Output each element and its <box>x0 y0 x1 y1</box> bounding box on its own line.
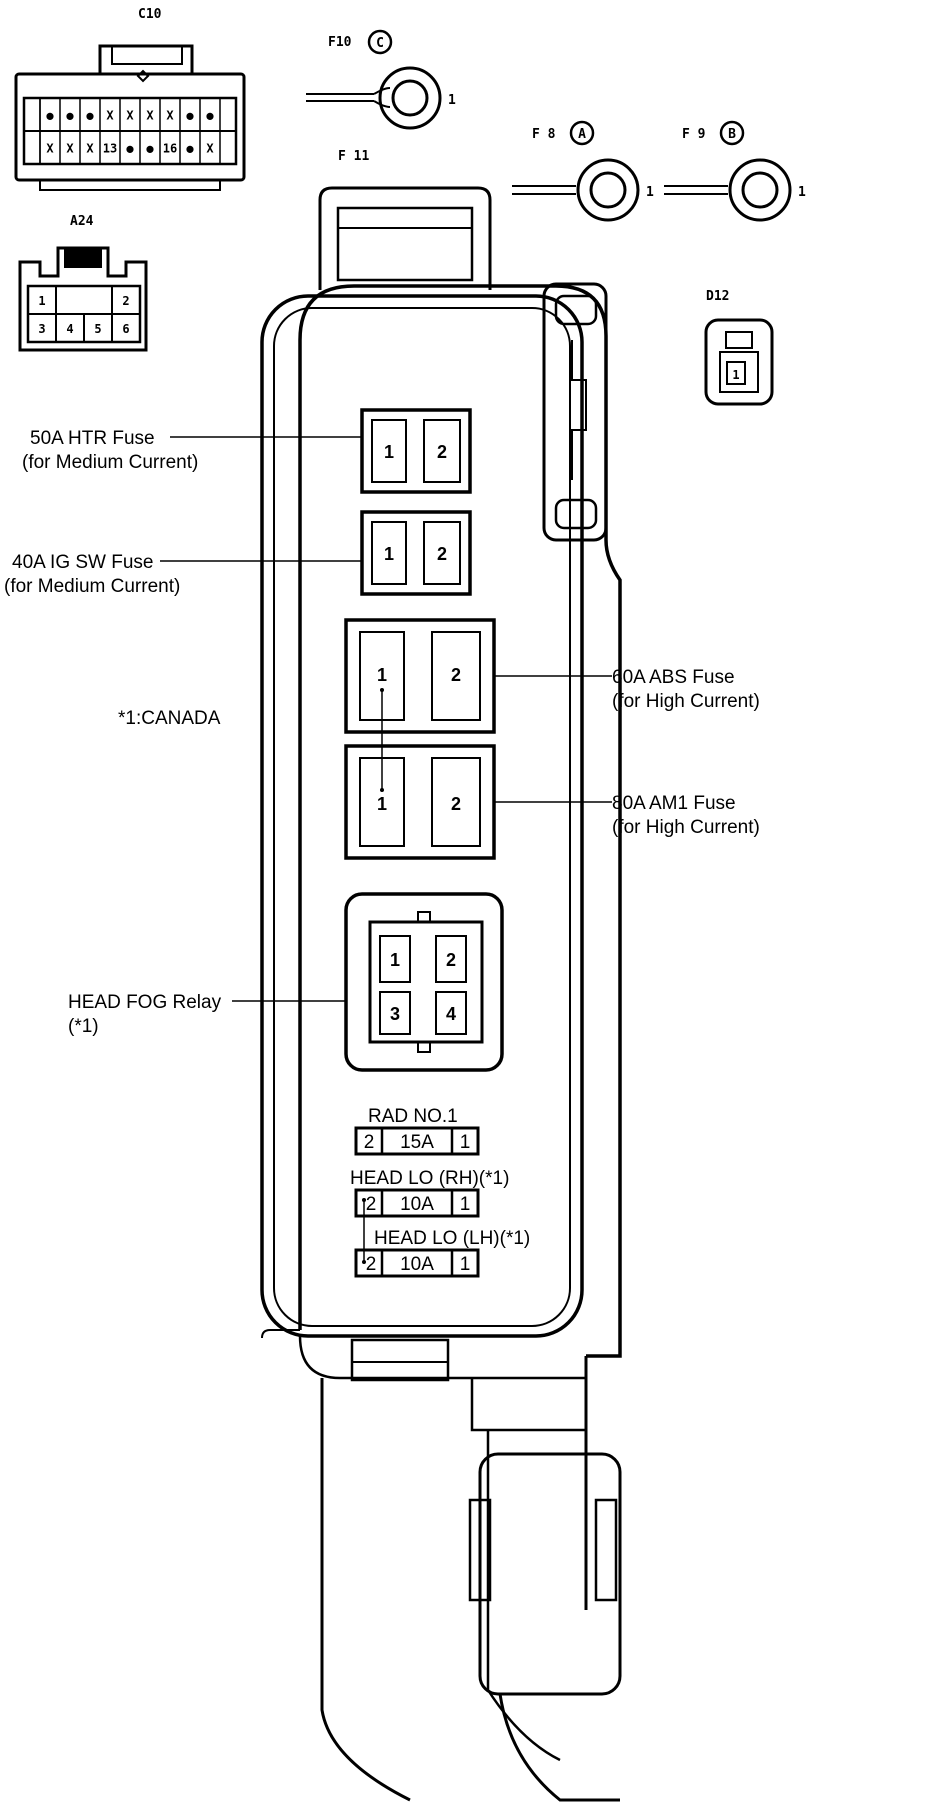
mini-fuse-title: HEAD LO (RH)(*1) <box>350 1168 509 1189</box>
a24-pin-6: 6 <box>122 322 129 336</box>
mini-fuse-head-lo-lh: HEAD LO (LH)(*1) 2 10A 1 <box>354 1228 530 1278</box>
label-60a-abs: 60A ABS Fuse (for High Current) <box>494 667 760 712</box>
mini-fuse-amp: 10A <box>400 1254 434 1275</box>
fuse-40a-igsw: 1 2 <box>360 510 472 596</box>
connector-d12: D12 1 <box>704 289 774 406</box>
d12-pin-1: 1 <box>732 368 739 382</box>
c10-pin: ● <box>46 109 54 123</box>
f8-label: F 8 <box>532 127 556 142</box>
am1-pin-2: 2 <box>451 794 461 814</box>
c10-pin: ● <box>186 109 194 123</box>
d12-label: D12 <box>706 289 729 304</box>
mini-fuse-right: 1 <box>460 1132 471 1153</box>
relay-pin-4: 4 <box>446 1004 456 1024</box>
fuse-80a-am1: 1 2 <box>344 744 496 860</box>
label-50a-htr: 50A HTR Fuse (for Medium Current) <box>22 428 362 473</box>
a24-pin-4: 4 <box>66 322 73 336</box>
c10-pin: ● <box>186 142 194 156</box>
mini-fuse-head-lo-rh: HEAD LO (RH)(*1) 2 10A 1 <box>350 1168 509 1218</box>
c10-pin: X <box>146 109 154 123</box>
f9-label: F 9 <box>682 127 705 142</box>
c10-pin: X <box>66 142 74 156</box>
f8-badge: A <box>578 127 586 142</box>
mini-fuse-left: 2 <box>366 1194 377 1215</box>
f10-label: F10 <box>328 35 352 50</box>
c10-pin: ● <box>146 142 154 156</box>
a24-pin-1: 1 <box>38 294 45 308</box>
relay-pin-2: 2 <box>446 950 456 970</box>
a24-label: A24 <box>70 214 94 229</box>
c10-pin: ● <box>126 142 134 156</box>
igsw-pin-2: 2 <box>437 544 447 564</box>
mini-fuse-left: 2 <box>364 1132 375 1153</box>
c10-pin: ● <box>86 109 94 123</box>
connector-a24: A24 1 2 3 4 5 6 <box>18 214 148 352</box>
c10-pin: X <box>206 142 214 156</box>
am1-label-line1: 80A AM1 Fuse <box>612 793 736 814</box>
abs-label-line2: (for High Current) <box>612 691 760 712</box>
head-fog-relay: 1 2 3 4 <box>344 892 504 1072</box>
canada-link-line <box>380 688 384 792</box>
mini-fuse-title: HEAD LO (LH)(*1) <box>374 1228 530 1249</box>
f8-pin: 1 <box>646 185 654 200</box>
label-80a-am1: 80A AM1 Fuse (for High Current) <box>494 793 760 838</box>
c10-pin: X <box>86 142 94 156</box>
a24-pin-5: 5 <box>94 322 101 336</box>
c10-pin: X <box>166 109 174 123</box>
htr-label-line2: (for Medium Current) <box>22 452 198 473</box>
htr-pin-1: 1 <box>384 442 394 462</box>
a24-pin-3: 3 <box>38 322 45 336</box>
htr-pin-2: 2 <box>437 442 447 462</box>
f10-pin: 1 <box>448 93 456 108</box>
c10-pin: X <box>106 109 114 123</box>
label-40a-igsw: 40A IG SW Fuse (for Medium Current) <box>4 552 362 597</box>
terminal-f9: F 9 B 1 <box>664 120 806 222</box>
a24-pin-2: 2 <box>122 294 129 308</box>
label-head-fog-relay: HEAD FOG Relay (*1) <box>68 992 346 1037</box>
relay-pin-1: 1 <box>390 950 400 970</box>
mini-fuse-amp: 10A <box>400 1194 434 1215</box>
c10-pin: 16 <box>163 142 177 156</box>
htr-label-line1: 50A HTR Fuse <box>30 428 155 449</box>
f9-pin: 1 <box>798 185 806 200</box>
c10-pin: X <box>126 109 134 123</box>
abs-label-line1: 60A ABS Fuse <box>612 667 735 688</box>
igsw-pin-1: 1 <box>384 544 394 564</box>
mini-fuse-left: 2 <box>366 1254 377 1275</box>
c10-pin: X <box>46 142 54 156</box>
igsw-label-line1: 40A IG SW Fuse <box>12 552 154 573</box>
mini-fuse-rad-no1: RAD NO.1 2 15A 1 <box>354 1106 480 1156</box>
terminal-f8: F 8 A 1 <box>512 120 654 222</box>
f9-badge: B <box>728 127 736 142</box>
am1-label-line2: (for High Current) <box>612 817 760 838</box>
relay-label-line1: HEAD FOG Relay <box>68 992 222 1013</box>
head-lo-link-line <box>362 1198 366 1264</box>
c10-pin: ● <box>206 109 214 123</box>
am1-pin-1: 1 <box>377 794 387 814</box>
c10-label: C10 <box>138 7 162 22</box>
igsw-label-line2: (for Medium Current) <box>4 576 180 597</box>
mini-fuse-right: 1 <box>460 1254 471 1275</box>
mini-fuse-amp: 15A <box>400 1132 434 1153</box>
mini-fuse-right: 1 <box>460 1194 471 1215</box>
fuse-60a-abs: 1 2 <box>344 618 496 734</box>
mini-fuse-title: RAD NO.1 <box>368 1106 458 1127</box>
f10-badge: C <box>376 36 384 51</box>
abs-pin-2: 2 <box>451 665 461 685</box>
fuse-block-housing <box>260 186 622 1802</box>
relay-pin-3: 3 <box>390 1004 400 1024</box>
relay-label-line2: (*1) <box>68 1016 99 1037</box>
terminal-f10: F10 C 1 <box>306 29 456 130</box>
f11-label: F 11 <box>338 149 369 164</box>
canada-note: *1:CANADA <box>118 708 221 729</box>
fuse-50a-htr: 1 2 <box>360 408 472 494</box>
c10-pin: 13 <box>103 142 117 156</box>
abs-pin-1: 1 <box>377 665 387 685</box>
c10-pin: ● <box>66 109 74 123</box>
